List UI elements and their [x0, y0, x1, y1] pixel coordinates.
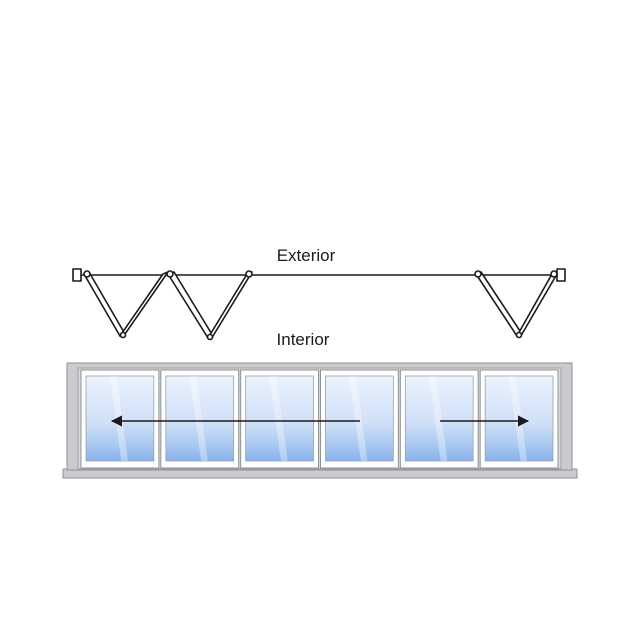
folded-panel-pair-2 [166, 270, 253, 341]
folded-panel-pair-3 [474, 270, 558, 339]
glass-pane [325, 375, 394, 462]
glass-reflection [349, 376, 368, 461]
door-panels [80, 369, 559, 469]
door-panel [399, 369, 479, 469]
folded-panel-pair-1 [83, 270, 169, 339]
right-jamb [556, 268, 566, 282]
door-panel [80, 369, 160, 469]
left-jamb [72, 268, 82, 282]
glass-pane [404, 375, 474, 462]
door-panel [320, 369, 399, 469]
door-panel [240, 369, 320, 469]
exterior-label: Exterior [277, 246, 336, 265]
glass-reflection [429, 376, 448, 461]
interior-label: Interior [277, 330, 330, 349]
elevation-view [62, 362, 578, 479]
door-panel [160, 369, 240, 469]
glass-reflection [269, 376, 288, 461]
glass-pane [165, 375, 235, 462]
glass-pane [245, 375, 314, 462]
plan-view [72, 268, 566, 341]
glass-reflection [189, 376, 208, 461]
door-panel [479, 369, 559, 469]
